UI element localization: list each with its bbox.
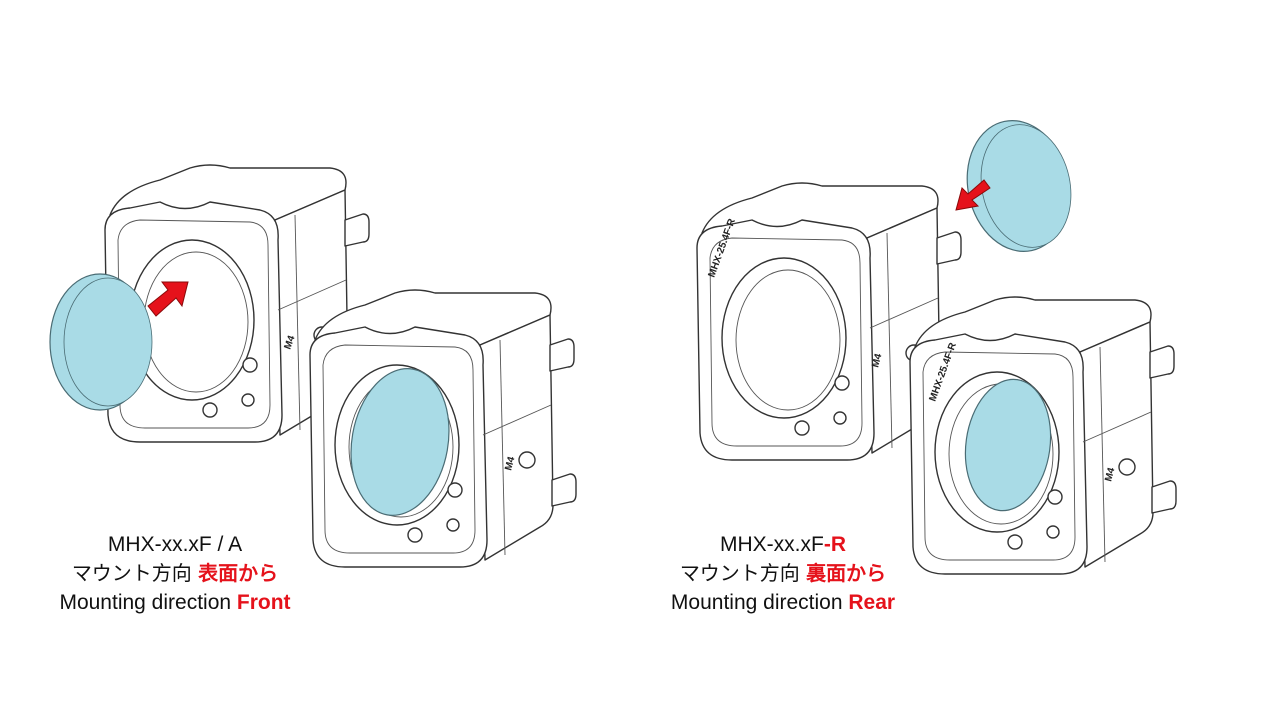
en-direction: Front (236, 591, 291, 614)
lens-right-mounted (964, 378, 1052, 512)
en-prefix: Mounting direction (59, 591, 237, 614)
model-label: MHX-xx.xF / A (107, 533, 243, 556)
engraving-m4: M4 (503, 455, 517, 472)
jp-prefix: マウント方向 (71, 561, 199, 585)
arrow-front-insert-icon (147, 281, 189, 317)
jp-direction: 表面から (198, 561, 279, 585)
left-mount-back: M4 (104, 164, 372, 443)
right-mount-front: MHX-25.4F-R M4 (909, 296, 1177, 575)
model-prefix: MHX-xx.xF (720, 533, 824, 556)
jp-direction-line: マウント方向 表面から (0, 559, 355, 588)
en-direction: Rear (848, 591, 896, 614)
model-label: MHX-xx.xF-R (603, 530, 963, 559)
en-prefix: Mounting direction (670, 591, 849, 614)
model-suffix: -R (823, 533, 846, 556)
left-mount-front: M4 (309, 289, 577, 568)
lens-left-mounted (350, 368, 450, 516)
jp-direction-line: マウント方向 裏面から (603, 559, 963, 588)
arrow-rear-insert-icon (955, 179, 991, 211)
engraving-m4: M4 (1103, 466, 1117, 483)
caption-front-mounting: MHX-xx.xF / A マウント方向 表面から Mounting direc… (0, 530, 355, 617)
jp-direction: 裏面から (806, 561, 887, 585)
engraving-m4: M4 (282, 334, 297, 351)
en-direction-line: Mounting direction Front (0, 588, 355, 617)
caption-rear-mounting: MHX-xx.xF-R マウント方向 裏面から Mounting directi… (603, 530, 963, 617)
en-direction-line: Mounting direction Rear (603, 588, 963, 617)
jp-prefix: マウント方向 (679, 561, 807, 585)
right-mount-back: MHX-25.4F-R M4 (696, 182, 964, 461)
engraving-m4: M4 (870, 352, 884, 369)
